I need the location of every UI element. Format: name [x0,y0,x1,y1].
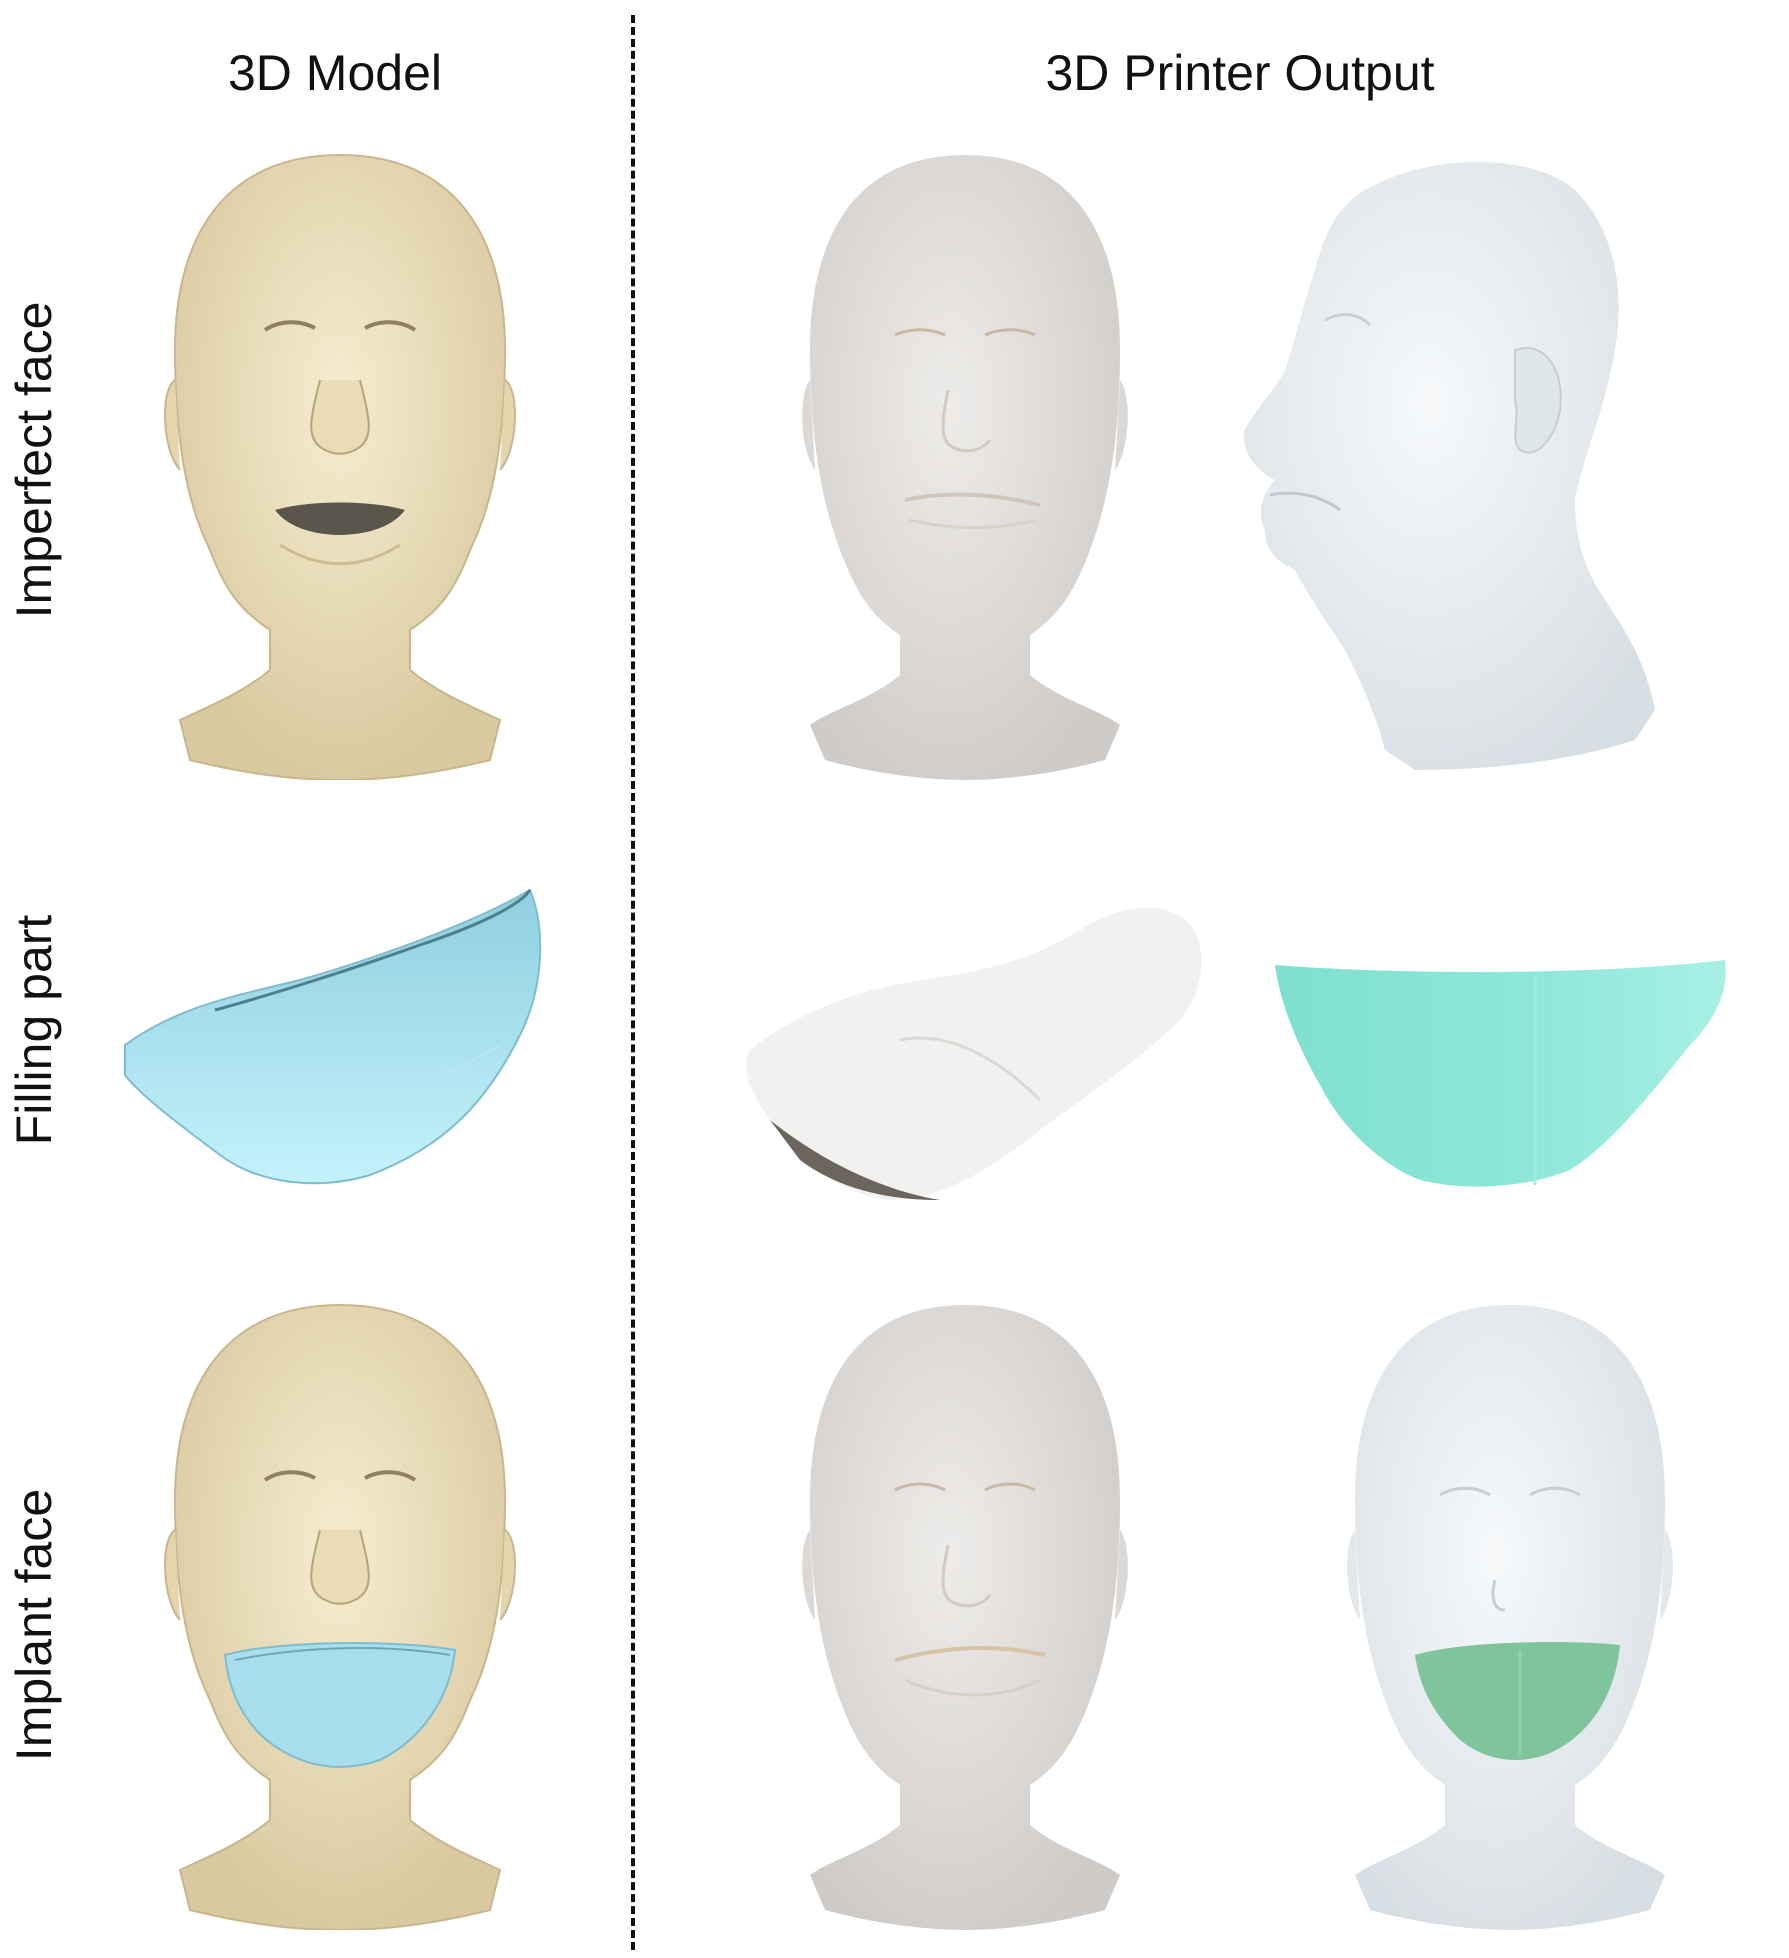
model-implant-face-image [160,1300,520,1930]
print-imperfect-face-profile-image [1235,150,1665,780]
model-filling-part-image [120,885,550,1205]
column-divider [631,15,635,1950]
print-imperfect-face-front-image [800,150,1130,780]
print-filling-part-white-image [740,900,1210,1210]
header-3d-printer-output: 3D Printer Output [1045,45,1435,101]
print-implant-face-white-image [1345,1300,1675,1930]
row-label-filling-text: Filling part [6,914,62,1146]
print-implant-face-grey-image [800,1300,1130,1930]
model-imperfect-face-image [160,150,520,780]
row-label-imperfect-text: Imperfect face [6,301,62,619]
row-label-implant-text: Implant face [6,1488,62,1762]
header-3d-model: 3D Model [228,45,442,101]
print-filling-part-mint-image [1270,955,1730,1195]
